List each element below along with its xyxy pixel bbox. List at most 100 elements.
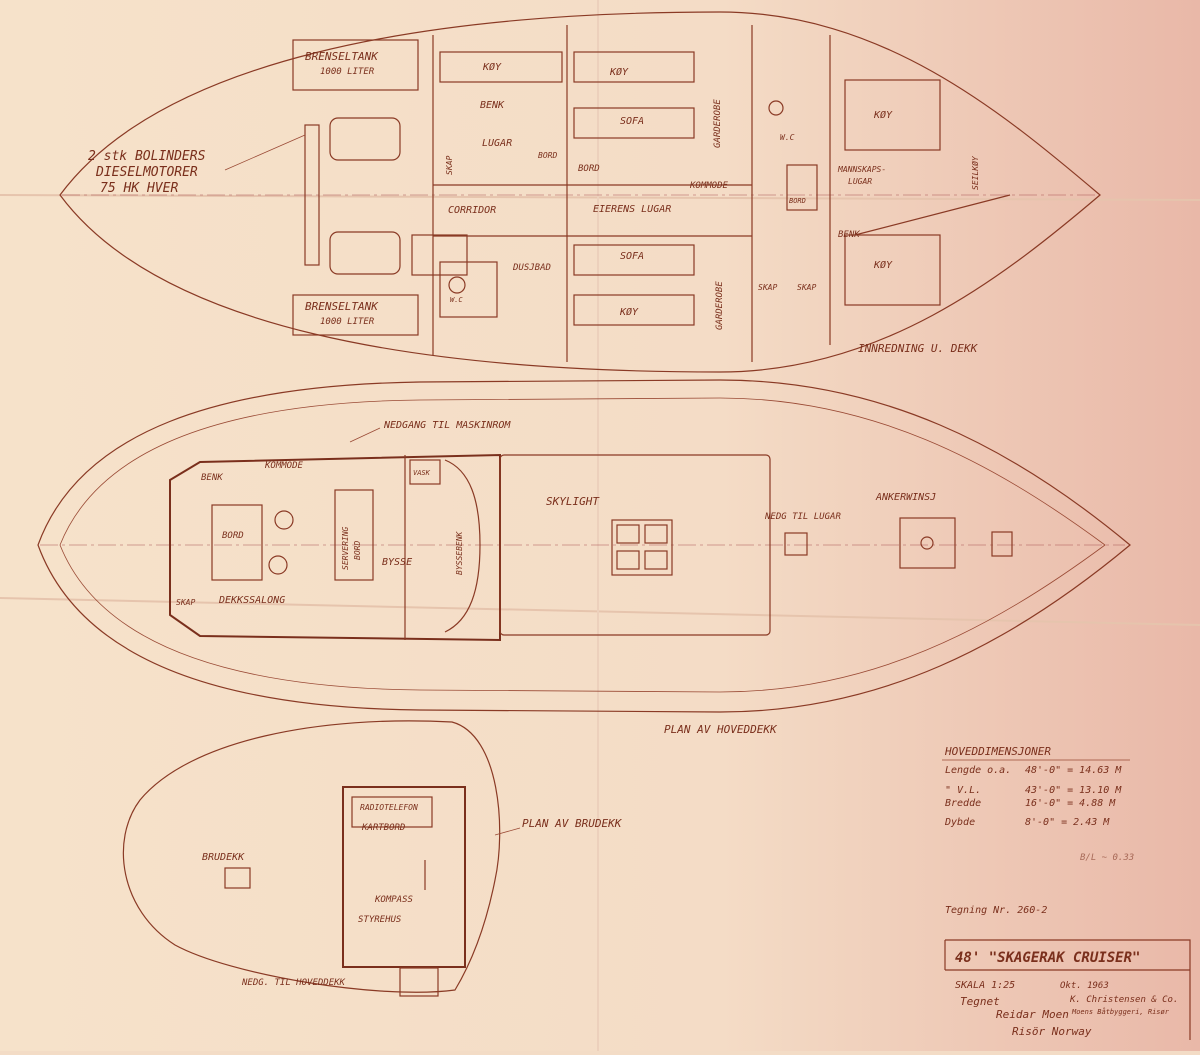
bridge-label: KARTBORD <box>361 823 405 833</box>
winch-motor <box>991 531 1013 557</box>
table <box>786 164 818 211</box>
deck-label: NEDG TIL LUGAR <box>764 512 841 522</box>
deck-label: NEDGANG TIL MASKINROM <box>383 420 511 431</box>
bridge-label: NEDG. TIL HOVEDDEKK <box>241 978 346 988</box>
deck-label: KOMMODE <box>264 461 304 471</box>
brudekk-hatch <box>224 867 251 889</box>
room-label: CORRIDOR <box>448 205 496 216</box>
plan-caption: INNREDNING U. DEKK <box>858 342 979 355</box>
drawing-place: Risör Norway <box>1012 1025 1092 1038</box>
chair <box>268 555 288 575</box>
tank-label: 1000 LITER <box>320 67 375 77</box>
galley-bench <box>444 459 481 633</box>
deck-label: VASK <box>413 469 431 477</box>
sofa <box>573 244 695 276</box>
title-block-frame <box>944 939 1191 1040</box>
dimension-value: 8'-0" = 2.43 M <box>1025 817 1110 828</box>
tank-label: BRENSELTANK <box>305 300 379 313</box>
deck-label: SKYLIGHT <box>546 495 600 508</box>
drawing-number: Tegning Nr. 260-2 <box>945 905 1047 916</box>
anchor-winch <box>899 517 956 569</box>
room-label: BORD <box>538 151 557 160</box>
room-label: BENK <box>838 230 860 240</box>
room-label: W.C <box>780 133 795 142</box>
fold-crease <box>0 194 1200 201</box>
berth <box>439 51 563 83</box>
stamp-line: K. Christensen & Co. <box>1069 995 1178 1005</box>
plan-caption: PLAN AV BRUDEKK <box>522 817 623 830</box>
dimension-label: Lengde o.a. <box>945 765 1011 776</box>
table <box>211 504 263 581</box>
dimension-label: " V.L. <box>945 785 981 796</box>
room-label: LUGAR <box>848 177 872 186</box>
room-label: BORD <box>578 164 600 174</box>
deck-label: BORD <box>353 541 362 560</box>
leader-line <box>224 134 306 171</box>
dimension-value: 43'-0" = 13.10 M <box>1025 785 1122 796</box>
deck-label: DEKKSSALONG <box>218 595 285 606</box>
sink <box>409 459 441 485</box>
bridge-label: KOMPASS <box>374 895 414 905</box>
room-label: KØY <box>609 66 629 78</box>
toilet <box>448 276 466 294</box>
berth <box>844 234 941 306</box>
skylight-pane <box>616 524 640 544</box>
drawing-title: 48' "SKAGERAK CRUISER" <box>955 950 1140 966</box>
berth <box>573 51 695 83</box>
drawn-by: Reidar Moen <box>996 1008 1069 1021</box>
bulwark-inner <box>59 397 1106 693</box>
room-label: GARDEROBE <box>715 281 725 330</box>
engine-bed <box>304 124 320 266</box>
fuel-tank-top <box>292 39 419 91</box>
room-label: SKAP <box>445 156 454 175</box>
wheelhouse <box>342 786 466 968</box>
chart-table <box>351 796 433 828</box>
berth <box>573 294 695 326</box>
fold-crease <box>0 597 1200 626</box>
serving-table <box>334 489 374 581</box>
lower-deck-plan: 2 stk BOLINDERS DIESELMOTORER 75 HK HVER… <box>59 11 1101 373</box>
deck-label: BYSSE <box>382 557 412 568</box>
plan-caption: PLAN AV HOVEDDEKK <box>664 723 778 736</box>
title-block: Tegning Nr. 260-2 48' "SKAGERAK CRUISER"… <box>944 905 1191 1040</box>
bridge-label: STYREHUS <box>358 915 402 925</box>
chair <box>274 510 294 530</box>
skylight-pane <box>616 550 640 570</box>
companionway <box>399 967 439 997</box>
main-dimensions-table: HOVEDDIMENSJONER Lengde o.a. 48'-0" = 14… <box>942 745 1134 863</box>
room-label: EIERENS LUGAR <box>593 204 671 215</box>
foredeck-outline <box>499 454 771 636</box>
deck-label: BENK <box>201 473 223 483</box>
sofa <box>573 107 695 139</box>
dimension-label: Bredde <box>945 798 981 809</box>
room-label: W.C <box>450 296 463 304</box>
room-label: BENK <box>480 100 505 111</box>
engine-bottom <box>329 231 401 275</box>
engine-top <box>329 117 401 161</box>
hull-outline <box>59 11 1101 373</box>
room-label: LUGAR <box>482 138 512 149</box>
room-label: KØY <box>873 259 893 271</box>
hull-outline <box>37 379 1131 713</box>
room-label: SEILKØY <box>970 155 980 190</box>
hatch <box>784 532 808 556</box>
wc-compartment <box>439 261 498 318</box>
dimension-value: 16'-0" = 4.88 M <box>1025 798 1116 809</box>
room-label: KØY <box>619 306 639 318</box>
drawing-date: Okt. 1963 <box>1060 981 1109 991</box>
drawn-by-label: Tegnet <box>960 995 1000 1008</box>
room-label: DUSJBAD <box>512 263 551 273</box>
room-label: SOFA <box>620 116 644 127</box>
dimensions-heading: HOVEDDIMENSJONER <box>944 745 1051 758</box>
skylight-pane <box>644 524 668 544</box>
room-label: SKAP <box>797 283 816 292</box>
leader-line <box>494 827 521 836</box>
room-label: GARDEROBE <box>713 99 723 148</box>
deck-label: ANKERWINSJ <box>875 492 936 503</box>
bridge-label: RADIOTELEFON <box>360 803 418 812</box>
fuel-tank-bottom <box>292 294 419 336</box>
room-label: KØY <box>873 109 893 121</box>
